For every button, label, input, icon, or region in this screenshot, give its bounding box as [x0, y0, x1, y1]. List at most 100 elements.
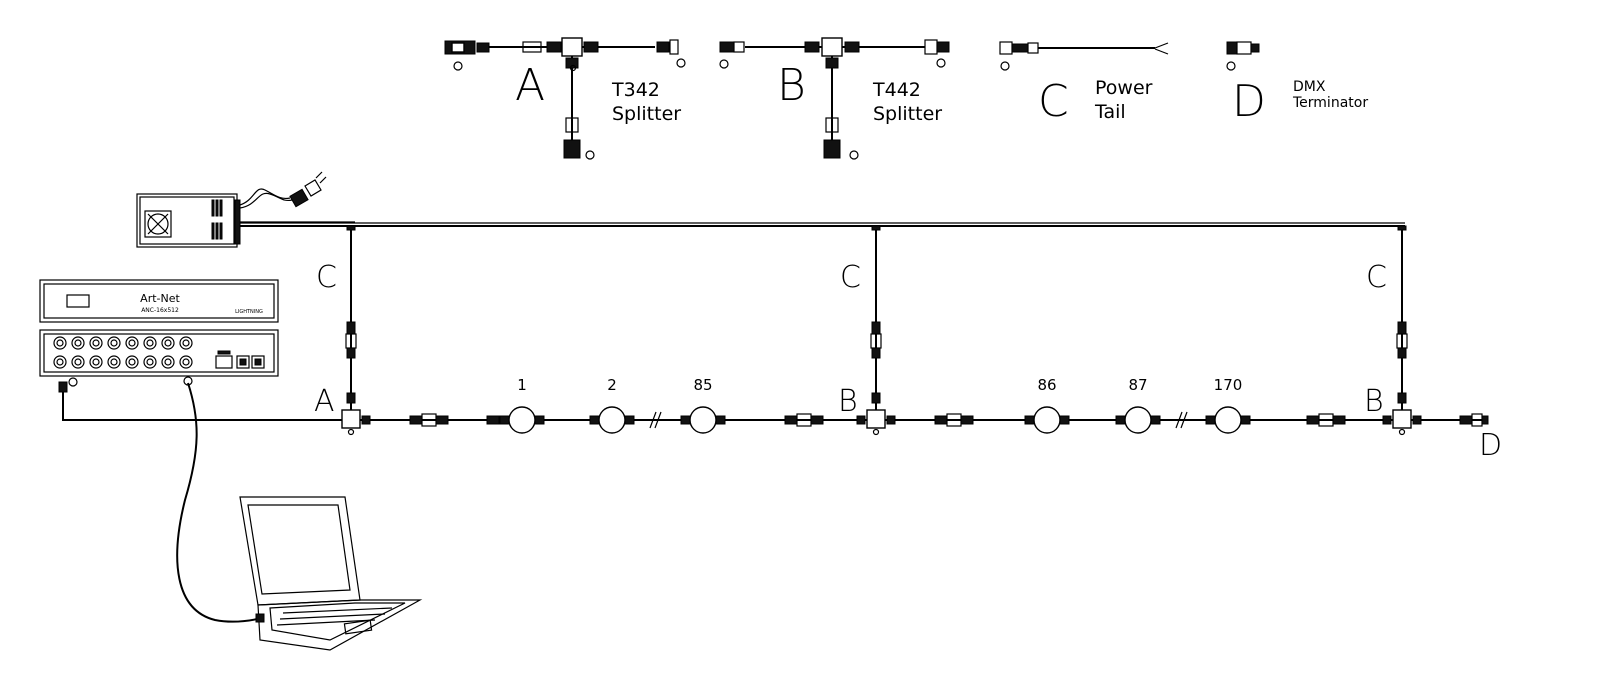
pixel-node: 1	[499, 376, 545, 434]
legend-b-line2: Splitter	[873, 103, 942, 125]
dmx-port-top-inner	[110, 339, 118, 347]
pixel-node: 170	[1205, 376, 1251, 434]
pixel-connector-out	[624, 415, 635, 425]
plug-icon	[289, 171, 327, 208]
fan-icon	[144, 210, 172, 238]
controller-model: ANC-16x512	[141, 307, 179, 314]
legend-c-line2: Tail	[1094, 101, 1126, 123]
dmx-port-bottom-inner	[182, 358, 190, 366]
dmx-port-bottom-inner	[92, 358, 100, 366]
legend-dmx-terminator: D DMX Terminator	[1226, 41, 1368, 127]
pixel-connector-in	[680, 415, 691, 425]
dmx-port-top-inner	[56, 339, 64, 347]
dmx-port-bottom	[71, 355, 85, 369]
splitter-b-tee-2	[1392, 409, 1412, 429]
pixel-label: 87	[1128, 376, 1147, 394]
power-tail-label-3: C	[1366, 260, 1387, 295]
dmx-port-top	[107, 336, 121, 350]
pixel-node: 85	[680, 376, 726, 434]
legend-d-letter: D	[1232, 76, 1266, 127]
pixel-node: 2	[589, 376, 635, 434]
legend-c-letter: C	[1038, 76, 1069, 127]
pixel-label: 2	[607, 376, 617, 394]
dmx-port-bottom	[161, 355, 175, 369]
dmx-port-top	[89, 336, 103, 350]
splitter-b-label-1: B	[838, 384, 858, 419]
pixel-bulb	[1124, 406, 1152, 434]
pixel-connector-in	[1024, 415, 1035, 425]
pixel-bulb	[508, 406, 536, 434]
ethernet-cable	[176, 382, 263, 623]
pixel-connector-out	[534, 415, 545, 425]
legend-d-line1: DMX	[1293, 79, 1326, 95]
dmx-port-top	[53, 336, 67, 350]
pixel-connector-out	[1059, 415, 1070, 425]
splitter-b-label-2: B	[1364, 384, 1384, 419]
pixel-label: 86	[1037, 376, 1056, 394]
legend-b-line1: T442	[872, 79, 921, 101]
power-tail-label-2: C	[840, 260, 861, 295]
splitter-a-tee	[341, 409, 361, 429]
dmx-port-top	[143, 336, 157, 350]
pixel-connector-in	[1115, 415, 1126, 425]
laptop	[239, 496, 423, 651]
pixel-connector-out	[715, 415, 726, 425]
vent-icon	[211, 199, 223, 240]
legend-a-line2: Splitter	[612, 103, 681, 125]
dmx-port-top	[71, 336, 85, 350]
pixel-label: 1	[517, 376, 527, 394]
pixel-bulb	[1214, 406, 1242, 434]
dmx-port-top-inner	[92, 339, 100, 347]
dmx-port-top-inner	[146, 339, 154, 347]
dmx-port-top	[125, 336, 139, 350]
legend-a-letter: A	[515, 60, 545, 111]
dmx-port-bottom-inner	[164, 358, 172, 366]
dmx-port-bottom	[125, 355, 139, 369]
pixel-bulb	[1033, 406, 1061, 434]
dmx-port-bottom	[53, 355, 67, 369]
controller-name: Art-Net	[140, 292, 180, 305]
legend-b-letter: B	[777, 60, 806, 111]
pixel-bulb	[598, 406, 626, 434]
legend-c-line1: Power	[1095, 77, 1153, 99]
pixel-connector-out	[1150, 415, 1161, 425]
dmx-port-bottom	[179, 355, 193, 369]
legend-power-tail: C Power Tail	[999, 41, 1169, 127]
dmx-port-top	[179, 336, 193, 350]
pixel-label: 85	[693, 376, 712, 394]
dmx-port-top-inner	[74, 339, 82, 347]
dmx-port-top-inner	[164, 339, 172, 347]
pixel-connector-in	[589, 415, 600, 425]
pixel-node: 87	[1115, 376, 1161, 434]
dmx-port-bottom-inner	[74, 358, 82, 366]
dmx-port-top-inner	[182, 339, 190, 347]
dmx-port-bottom	[143, 355, 157, 369]
dmx-port-bottom	[89, 355, 103, 369]
pixel-bulb	[689, 406, 717, 434]
legend-t442-splitter: B T442 Splitter	[719, 37, 950, 160]
dmx-port-bottom-inner	[110, 358, 118, 366]
splitter-a-label: A	[314, 384, 335, 419]
dmx-port-bottom-inner	[128, 358, 136, 366]
pixel-node: 86	[1024, 376, 1070, 434]
pixel-connector-out	[1240, 415, 1251, 425]
dmx-port-bottom-inner	[56, 358, 64, 366]
artnet-controller: Art-Net ANC-16x512 LIGHTNING	[39, 279, 279, 377]
controller-badge: LIGHTNING	[235, 309, 263, 315]
dmx-port-top-inner	[128, 339, 136, 347]
terminator-label: D	[1479, 428, 1502, 463]
legend-d-line2: Terminator	[1292, 95, 1368, 111]
legend-t342-splitter: A T342 Splitter	[444, 37, 686, 160]
dmx-port-bottom	[107, 355, 121, 369]
pixel-label: 170	[1214, 376, 1243, 394]
data-line	[340, 225, 1489, 436]
power-supply	[136, 171, 1405, 248]
pixel-connector-in	[499, 415, 510, 425]
power-tail-label-1: C	[316, 260, 337, 295]
dmx-port-top	[161, 336, 175, 350]
legend-a-line1: T342	[611, 79, 660, 101]
dmx-port-bottom-inner	[146, 358, 154, 366]
splitter-b-tee-1	[866, 409, 886, 429]
pixel-connector-in	[1205, 415, 1216, 425]
